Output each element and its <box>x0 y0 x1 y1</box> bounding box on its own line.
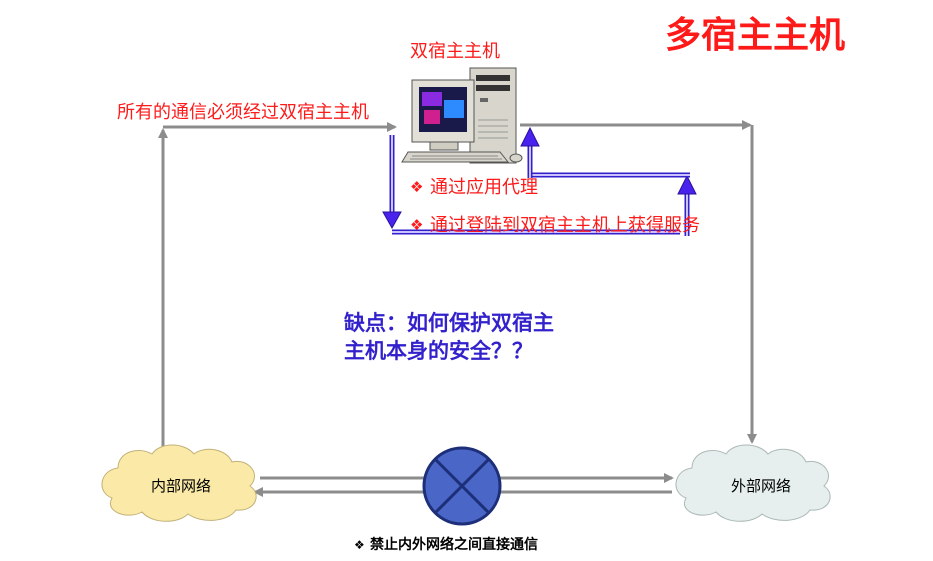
forbidden-note: 禁止内外网络之间直接通信 <box>370 536 538 553</box>
desktop-computer-icon <box>401 67 523 164</box>
page-title: 多宿主主机 <box>665 15 845 56</box>
host-up-arrowhead <box>520 126 540 147</box>
forbidden-marker: ❖ <box>354 538 365 552</box>
external-network-cloud: 外部网络 <box>675 444 831 522</box>
cloud-shape <box>101 444 257 522</box>
bullet-item-login-service: 通过登陆到双宿主主机上获得服务 <box>430 215 700 236</box>
drawback-line-1: 缺点：如何保护双宿主 <box>344 311 554 335</box>
host-label: 双宿主主机 <box>410 41 500 62</box>
internal-network-label: 内部网络 <box>151 477 211 495</box>
bullet-list: ❖ 通过应用代理 ❖ 通过登陆到双宿主主机上获得服务 <box>410 177 700 236</box>
bullet-marker: ❖ <box>410 216 423 234</box>
proxy-path <box>382 126 697 236</box>
internal-network-cloud: 内部网络 <box>101 444 257 522</box>
bullet-item-app-proxy: 通过应用代理 <box>430 177 538 198</box>
cloud-shape <box>675 444 831 522</box>
external-network-label: 外部网络 <box>731 477 791 495</box>
blocked-router-icon <box>422 446 502 526</box>
all-traffic-note: 所有的通信必须经过双宿主主机 <box>117 102 369 123</box>
bullet-marker: ❖ <box>410 178 423 196</box>
host-down-arrowhead <box>382 211 402 230</box>
right-up-arrowhead <box>677 174 697 195</box>
drawback-line-2: 主机本身的安全？？ <box>344 339 533 363</box>
drawback-note: 缺点：如何保护双宿主 主机本身的安全？？ <box>344 311 554 363</box>
